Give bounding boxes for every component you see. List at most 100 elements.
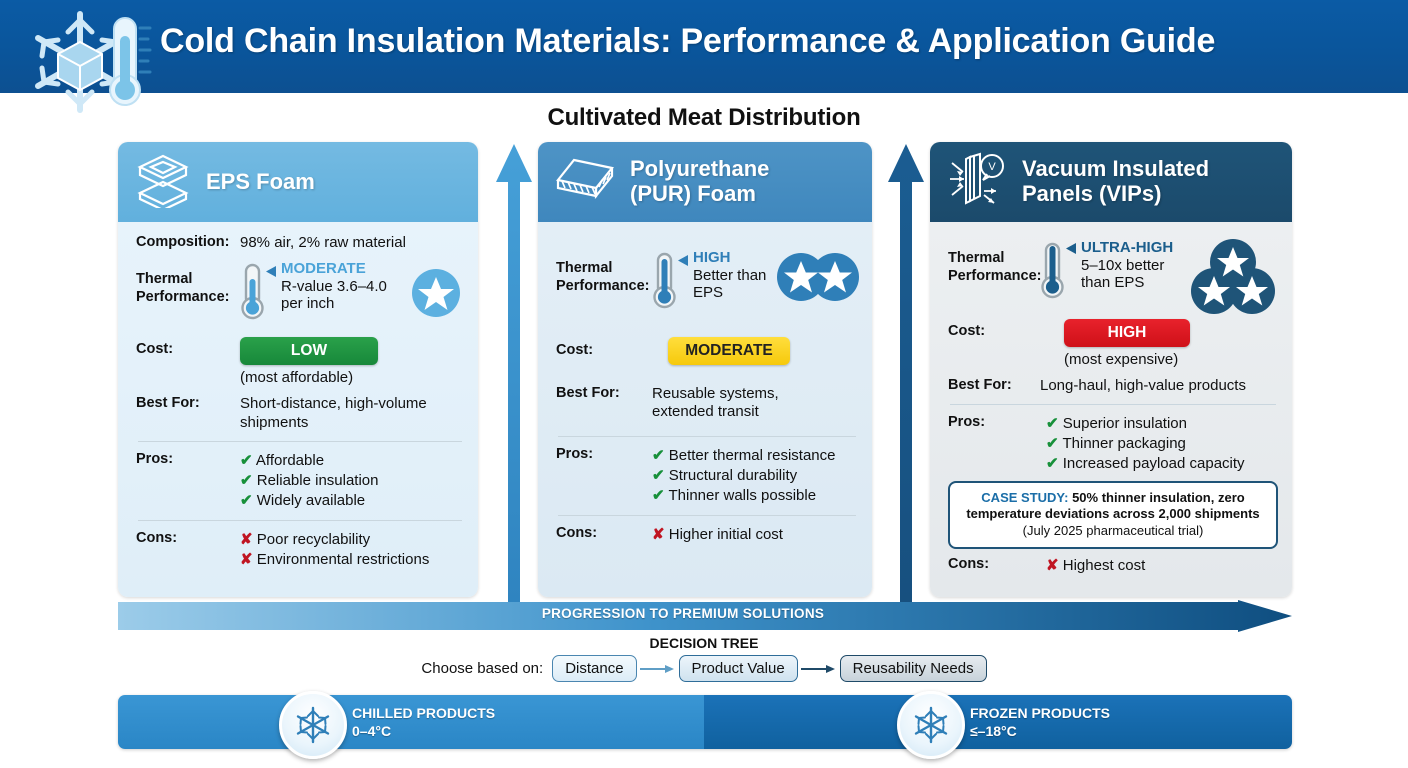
temperature-band-frozen (704, 695, 1292, 749)
material-card-vip[interactable]: V Vacuum Insulated Panels (VIPs) Thermal… (930, 142, 1292, 597)
row-thermal: Thermal Performance: MODE (136, 261, 464, 328)
label-cost: Cost: (948, 323, 986, 339)
chilled-range: 0–4°C (352, 723, 392, 740)
label-cost: Cost: (556, 342, 594, 359)
list-item: ✔ Affordable (240, 451, 325, 469)
decision-node-product-value[interactable]: Product Value (678, 655, 798, 682)
row-bestfor: Best For: Short-distance, high-volume sh… (136, 395, 464, 432)
frozen-range: ≤–18°C (970, 723, 1017, 740)
check-icon: ✔ (240, 492, 253, 510)
divider (138, 440, 462, 442)
cost-note-eps: (most affordable) (240, 369, 354, 387)
list-item: ✔ Structural durability (652, 466, 798, 484)
thermal-pointer-icon (678, 253, 689, 271)
row-cons: Cons: ✘ Higher initial cost (556, 525, 858, 545)
cross-icon: ✘ (240, 531, 253, 549)
row-pros: Pros: ✔ Superior insulation ✔ Thinner pa… (948, 414, 1278, 474)
row-thermal: Thermal Performance: HIGH (556, 249, 860, 317)
thermal-level-vip: ULTRA-HIGH (1081, 239, 1174, 256)
check-icon: ✔ (240, 451, 253, 469)
cross-icon: ✘ (240, 551, 253, 569)
value-composition: 98% air, 2% raw material (240, 234, 406, 251)
check-icon: ✔ (1046, 435, 1059, 453)
row-bestfor: Best For: Long-haul, high-value products (948, 377, 1278, 395)
list-item: ✘ Higher initial cost (652, 525, 783, 543)
progression-band (118, 600, 1292, 632)
check-icon: ✔ (652, 466, 665, 484)
label-bestfor: Best For: (948, 377, 1012, 393)
divider (558, 514, 856, 516)
rating-stars-eps (410, 267, 462, 324)
row-cost: Cost: MODERATE (556, 337, 858, 365)
rating-stars-vip (1190, 238, 1276, 323)
rating-stars-pur (776, 252, 860, 307)
label-bestfor: Best For: (136, 395, 200, 412)
card-title-eps: EPS Foam (206, 168, 315, 194)
row-cons: Cons: ✘ Highest cost (948, 556, 1278, 576)
case-study-rest: (July 2025 pharmaceutical trial) (1022, 523, 1204, 539)
thermal-detail-eps: R-value 3.6–4.0 per inch (281, 277, 387, 313)
case-study-box: CASE STUDY: 50% thinner insulation, zero… (948, 480, 1278, 550)
case-study-label: CASE STUDY: (981, 489, 1069, 505)
row-thermal: Thermal Performance: ULTR (948, 239, 1278, 314)
label-pros: Pros: (136, 450, 174, 467)
cross-icon: ✘ (652, 525, 665, 543)
check-icon: ✔ (652, 486, 665, 504)
value-bestfor-pur: Reusable systems, extended transit (652, 385, 779, 421)
temperature-band-chilled (118, 695, 704, 749)
progression-label: PROGRESSION TO PREMIUM SOLUTIONS (541, 606, 825, 621)
material-card-eps[interactable]: EPS Foam Composition: 98% air, 2% raw ma… (118, 142, 478, 597)
arrow-right-icon (800, 662, 837, 676)
label-thermal: Thermal Performance: (556, 260, 650, 294)
material-card-pur[interactable]: Polyurethane (PUR) Foam Thermal Performa… (538, 142, 872, 597)
list-item: ✔ Superior insulation (1046, 415, 1187, 433)
list-item: ✔ Thinner walls possible (652, 486, 817, 504)
card-body-eps: Composition: 98% air, 2% raw material Th… (118, 222, 478, 597)
card-header-eps: EPS Foam (118, 142, 478, 222)
row-pros: Pros: ✔ Affordable ✔ Reliable insulation… (136, 451, 464, 511)
divider (558, 435, 856, 437)
list-item: ✔ Widely available (240, 492, 366, 510)
thermal-detail-vip: 5–10x better than EPS (1081, 256, 1165, 291)
header-bar (0, 0, 1408, 93)
thermal-level-eps: MODERATE (281, 260, 366, 278)
chilled-title: CHILLED PRODUCTS (352, 705, 496, 721)
thermal-level-pur: HIGH (693, 249, 731, 266)
temperature-band-chilled-text: CHILLED PRODUCTS 0–4°C (352, 704, 495, 741)
check-icon: ✔ (1046, 455, 1059, 473)
progression-arrow-2 (884, 142, 928, 602)
thermal-pointer-icon (266, 264, 277, 282)
row-cons: Cons: ✘ Poor recyclability ✘ Environment… (136, 530, 464, 570)
label-thermal: Thermal Performance: (136, 271, 230, 305)
list-item: ✔ Increased payload capacity (1046, 455, 1245, 473)
thermometer-icon (240, 261, 266, 328)
label-pros: Pros: (948, 414, 986, 431)
layered-panel-icon (554, 154, 616, 211)
check-icon: ✔ (1046, 415, 1059, 433)
list-item: ✘ Poor recyclability (240, 531, 371, 549)
thermometer-icon (652, 250, 678, 317)
decision-node-distance[interactable]: Distance (552, 655, 637, 682)
label-cons: Cons: (136, 530, 178, 547)
label-cons: Cons: (948, 556, 990, 573)
row-bestfor: Best For: Reusable systems, extended tra… (556, 385, 858, 422)
temperature-band-frozen-text: FROZEN PRODUCTS ≤–18°C (970, 704, 1110, 741)
decision-node-reusability[interactable]: Reusability Needs (839, 655, 987, 682)
card-title-vip: Vacuum Insulated Panels (VIPs) (1022, 156, 1210, 206)
snowflake-icon (279, 691, 347, 759)
decision-tree-row: Choose based on: Distance Product Value … (0, 655, 1408, 682)
label-bestfor: Best For: (556, 385, 620, 401)
cost-note-vip: (most expensive) (1064, 351, 1179, 368)
list-item: ✔ Reliable insulation (240, 471, 379, 489)
row-composition: Composition: 98% air, 2% raw material (136, 234, 464, 252)
subtitle: Cultivated Meat Distribution (547, 104, 861, 131)
decision-tree-prompt: Choose based on: (421, 660, 544, 677)
case-study-bold: 50% thinner insulation, zero temperature… (966, 489, 1260, 522)
snowflake-thermometer-icon (18, 6, 158, 116)
cost-badge-eps: LOW (240, 337, 378, 366)
page-title: Cold Chain Insulation Materials: Perform… (160, 22, 1216, 60)
label-pros: Pros: (556, 445, 594, 462)
label-thermal: Thermal Performance: (948, 250, 1042, 284)
row-cost: Cost: LOW (most affordable) (136, 337, 464, 386)
